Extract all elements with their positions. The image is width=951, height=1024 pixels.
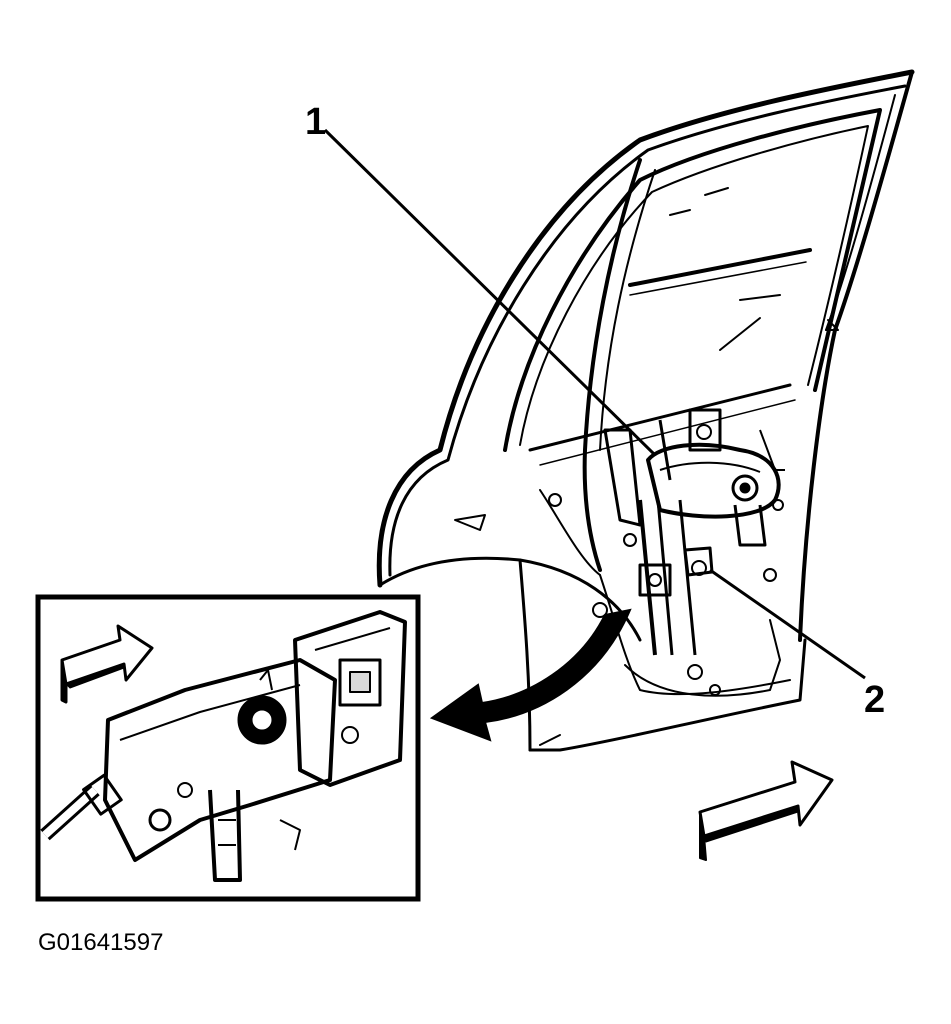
- motor-detail: [40, 610, 407, 882]
- callout-1: 1: [305, 101, 326, 143]
- door-frame: [376, 69, 915, 752]
- curved-arrow-icon: [429, 608, 632, 742]
- forward-arrow-icon: [698, 760, 834, 861]
- detail-inset: [35, 594, 421, 902]
- window-regulator: [603, 408, 785, 656]
- callout-2: 2: [864, 679, 885, 721]
- forward-arrow-icon: [60, 624, 154, 704]
- figure-id: G01641597: [38, 929, 163, 956]
- leader-lines: [323, 128, 866, 680]
